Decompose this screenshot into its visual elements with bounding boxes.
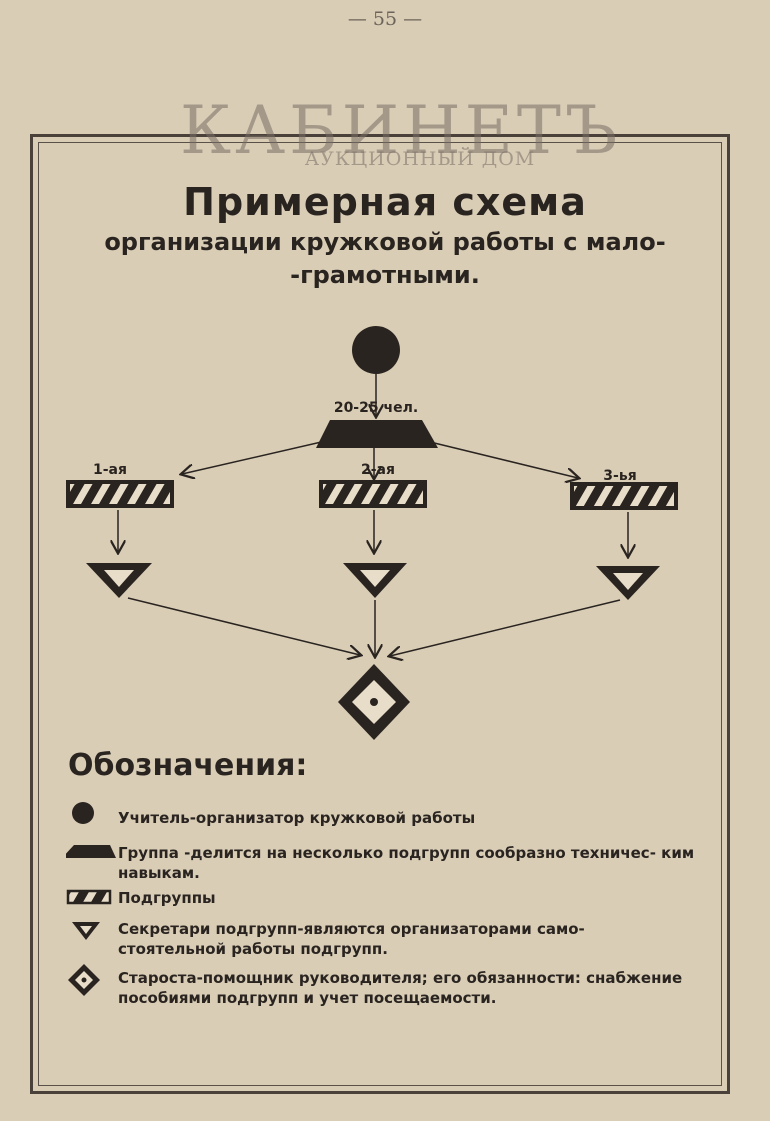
diagram-title: Примерная схема: [183, 180, 587, 224]
legend-title: Обозначения:: [68, 748, 308, 783]
legend-hatched-bar-icon: [66, 889, 112, 905]
secretary-3-node: [596, 566, 660, 600]
page-number: — 55 —: [347, 8, 423, 30]
legend-item-secretaries: Секретари подгрупп-являются организатора…: [118, 920, 585, 958]
subgroup-1-label: 1-ая: [93, 462, 127, 478]
legend-item-headman: Староста-помощник руководителя; его обяз…: [118, 969, 683, 1007]
secretary-2-node: [343, 563, 407, 598]
inner-frame: [38, 142, 722, 1086]
teacher-node: [352, 326, 400, 374]
subgroup-1-bar: [66, 480, 174, 508]
group-node: [316, 420, 438, 448]
group-to-subgroup-3-arrow: [421, 439, 578, 478]
diagram-subtitle: организации кружковой работы с мало- -гр…: [104, 228, 666, 289]
watermark-main: КАБИНЕТЪ: [180, 92, 622, 169]
legend-symbols: [66, 802, 116, 996]
legend-item-group: Группа -делится на несколько подгрупп со…: [118, 844, 695, 882]
legend-diamond-icon: [68, 964, 100, 996]
secretary-3-to-headman-arrow: [390, 599, 621, 656]
subgroup-2-label: 2-ая: [361, 462, 395, 478]
legend-item-teacher: Учитель-организатор кружковой работы: [118, 809, 476, 827]
legend-triangle-icon: [72, 922, 100, 940]
outer-frame: [30, 134, 730, 1094]
subgroup-3-label: 3-ья: [603, 468, 636, 484]
watermark: КАБИНЕТЪ АУКЦИОННЫЙ ДОМ: [180, 92, 622, 171]
secretary-1-node: [86, 563, 152, 598]
group-to-subgroup-1-arrow: [182, 439, 331, 474]
headman-node: [338, 664, 410, 740]
secretary-1-to-headman-arrow: [127, 597, 360, 655]
watermark-sub: АУКЦИОННЫЙ ДОМ: [304, 148, 536, 170]
group-size-label: 20-25 чел.: [334, 400, 418, 416]
subgroup-2-bar: [319, 480, 427, 508]
legend-item-subgroups: Подгруппы: [118, 889, 216, 907]
subgroup-3-bar: [570, 482, 678, 510]
legend-circle-icon: [72, 802, 94, 824]
legend-trapezoid-icon: [66, 845, 116, 858]
